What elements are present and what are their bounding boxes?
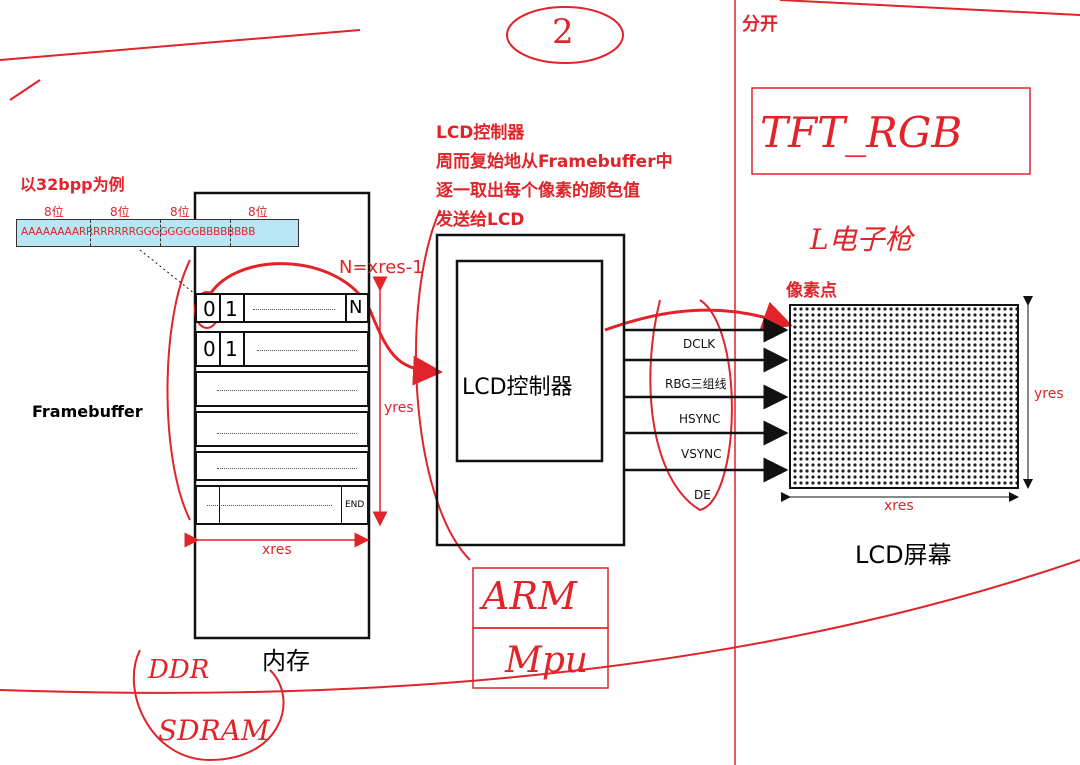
signal-vsync: VSYNC [681,447,722,461]
pixel-bits-bar: AAAAAAAARRRRRRRRGGGGGGGGBBBBBBBB [16,219,299,247]
row1-cell-n: N [349,297,363,318]
controller-outer-box [435,233,626,547]
controller-note-line2: 逐一取出每个像素的颜色值 [436,181,640,201]
hand-sdram: SDRAM [158,714,270,747]
framebuffer-row-1: 0 1 N [195,293,369,323]
framebuffer-row-2: 0 1 [195,331,369,367]
screen-yres-label: yres [1034,386,1064,402]
signal-hsync: HSYNC [679,412,721,426]
framebuffer-row-end: END [195,485,369,525]
controller-note-line3: 发送给LCD [436,210,525,230]
controller-to-screen-curve [604,301,793,332]
controller-box-label: LCD控制器 [462,375,573,400]
signal-de: DE [694,488,711,502]
hand-mpu: Mpu [505,640,589,681]
row1-cell-1: 1 [225,297,238,321]
lcd-pixel-grid [789,304,1019,489]
framebuffer-label: Framebuffer [32,402,143,421]
tft-box [751,87,1031,175]
pixel-point-label: 像素点 [786,281,837,301]
controller-inner-box [455,259,604,463]
hand-ddr: DDR [148,655,210,685]
bpp-label: 以32bpp为例 [20,175,125,194]
signal-rgb: RBG三组线 [665,377,727,391]
screen-xres-label: xres [884,498,914,514]
controller-note-line1: 周而复始地从Framebuffer中 [436,152,673,172]
signal-arrows [624,317,789,483]
signal-dclk: DCLK [683,337,716,351]
pixel-bits-text: AAAAAAAARRRRRRRRGGGGGGGGBBBBBBBB [21,226,256,238]
circled-number: 2 [552,12,574,52]
split-note: 分开 [742,14,778,35]
xres-label: xres [262,542,292,558]
row1-cell-0: 0 [203,297,216,321]
framebuffer-row-5 [195,451,369,481]
bit-label-g: 8位 [170,205,190,219]
hand-arm: ARM [482,574,577,618]
row2-cell-1: 1 [225,337,238,361]
framebuffer-row-4 [195,411,369,447]
bit-label-b: 8位 [248,205,268,219]
row2-cell-0: 0 [203,337,216,361]
bit-label-a: 8位 [44,205,64,219]
n-label: N=xres-1 [339,257,424,278]
end-label: END [345,500,365,510]
screen-label: LCD屏幕 [855,541,952,569]
framebuffer-row-3 [195,371,369,407]
memory-label: 内存 [262,647,310,675]
bit-label-r: 8位 [110,205,130,219]
hand-electron-gun: L电子枪 [810,223,913,256]
controller-note-title: LCD控制器 [436,123,525,143]
hand-tft-rgb: TFT_RGB [760,108,963,157]
yres-label: yres [384,400,414,416]
pixel-pointer-line [139,249,201,299]
mpu-box [472,627,609,689]
